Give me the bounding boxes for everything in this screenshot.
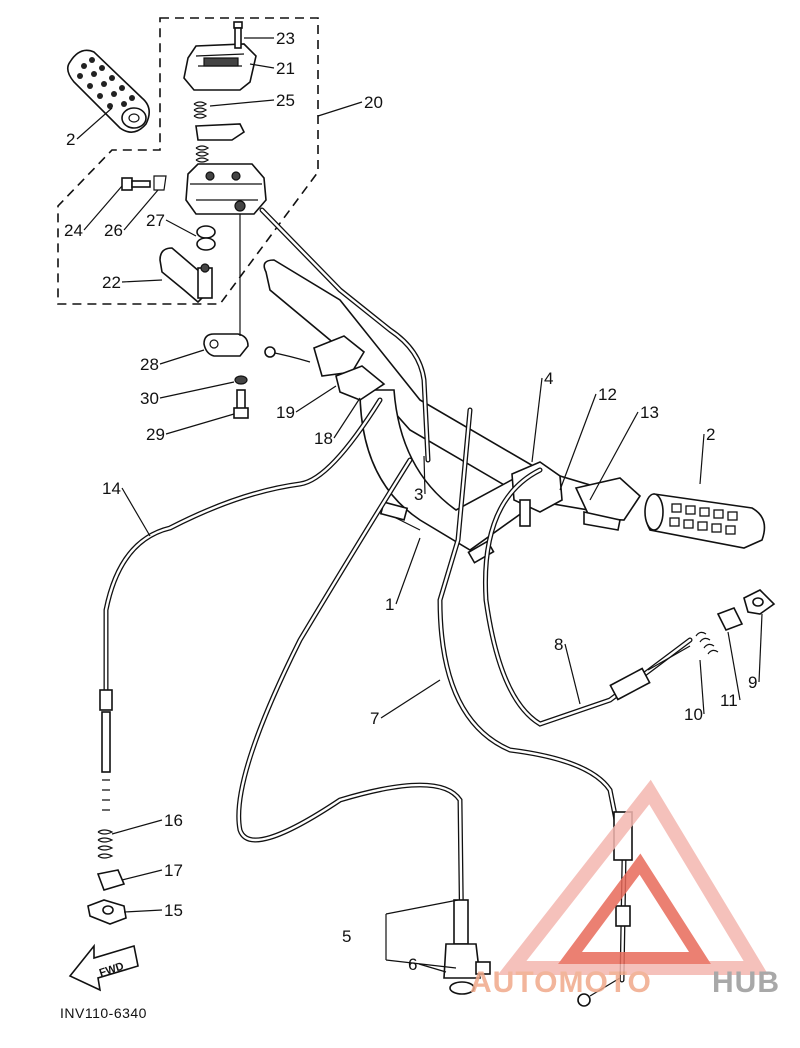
part-label-9: 9 xyxy=(748,673,757,692)
leader-line-9 xyxy=(758,613,763,683)
leader-line-27 xyxy=(165,219,197,237)
part-label-22: 22 xyxy=(102,273,121,292)
right-lever-assembly xyxy=(511,461,642,531)
throttle-housing xyxy=(185,163,267,215)
leader-line-10 xyxy=(699,659,705,715)
leader-line-28 xyxy=(159,349,205,365)
leader-line-8 xyxy=(564,643,581,705)
switch-housing-left xyxy=(264,335,386,401)
part-label-2: 2 xyxy=(66,130,75,149)
part-label-7: 7 xyxy=(370,709,379,728)
bolt-29 xyxy=(233,389,249,419)
part-label-23: 23 xyxy=(276,29,295,48)
clamp-28 xyxy=(203,333,249,357)
watermark-text-hub: HUB xyxy=(712,966,780,999)
right-grip xyxy=(644,493,766,549)
part-label-19: 19 xyxy=(276,403,295,422)
left-grip xyxy=(66,49,150,133)
throttle-cover xyxy=(183,43,257,91)
leader-line-21 xyxy=(249,63,275,69)
part-label-30: 30 xyxy=(140,389,159,408)
leader-line-20 xyxy=(317,101,363,117)
part-label-1: 1 xyxy=(385,595,394,614)
spring-10 xyxy=(695,631,719,655)
leader-line-30 xyxy=(159,381,235,399)
leader-line-7 xyxy=(380,679,441,719)
leader-line-1 xyxy=(395,537,421,605)
leader-line-2 xyxy=(699,433,705,485)
fwd-arrow: FWD xyxy=(68,943,139,992)
watermark-logo: AUTOMOTO HUB xyxy=(470,779,780,999)
part-label-16: 16 xyxy=(164,811,183,830)
part-label-17: 17 xyxy=(164,861,183,880)
part-label-27: 27 xyxy=(146,211,165,230)
leader-line-12 xyxy=(559,393,597,491)
part-label-24: 24 xyxy=(64,221,83,240)
part-label-13: 13 xyxy=(640,403,659,422)
bolt-24 xyxy=(121,177,151,191)
washer-30 xyxy=(234,375,248,385)
adjuster-15 xyxy=(87,899,127,925)
nut-27 xyxy=(196,225,216,251)
part-label-3: 3 xyxy=(414,485,423,504)
part-label-25: 25 xyxy=(276,91,295,110)
throttle-lever-22 xyxy=(159,247,213,304)
leader-line-19 xyxy=(295,385,337,413)
part-label-21: 21 xyxy=(276,59,295,78)
part-label-18: 18 xyxy=(314,429,333,448)
leader-line-2 xyxy=(76,107,113,140)
sleeve-17 xyxy=(96,869,126,891)
leader-line-18 xyxy=(333,397,361,439)
leader-line-14 xyxy=(121,487,151,537)
cables xyxy=(103,207,693,983)
bracket-5-6 xyxy=(385,899,459,969)
leader-line-6 xyxy=(418,963,447,973)
leader-line-13 xyxy=(589,411,639,501)
part-label-14: 14 xyxy=(102,479,121,498)
spring-25 xyxy=(193,101,246,163)
carb-end-5-6 xyxy=(443,899,491,995)
part-label-15: 15 xyxy=(164,901,183,920)
leader-line-3 xyxy=(423,455,426,495)
sleeve-11 xyxy=(716,606,744,632)
leader-line-15 xyxy=(123,909,163,913)
part-label-2: 2 xyxy=(706,425,715,444)
handlebar xyxy=(263,259,612,564)
part-labels: 1223456789101112131415161718192021222324… xyxy=(64,29,757,974)
watermark-text-auto: AUTOMOTO xyxy=(470,966,652,999)
spring-16 xyxy=(97,829,114,859)
leader-line-4 xyxy=(531,377,543,463)
assembly-box-20 xyxy=(57,17,319,305)
part-label-4: 4 xyxy=(544,369,553,388)
part-label-8: 8 xyxy=(554,635,563,654)
clip-26 xyxy=(153,175,167,191)
leader-line-17 xyxy=(121,869,163,881)
leader-line-29 xyxy=(165,413,235,435)
part-label-11: 11 xyxy=(720,691,738,710)
adjuster-9 xyxy=(743,589,776,615)
cable-end-8 xyxy=(609,645,691,701)
leader-line-25 xyxy=(209,99,275,107)
leader-line-24 xyxy=(83,185,123,231)
part-label-10: 10 xyxy=(684,705,703,724)
screw-23 xyxy=(233,21,243,49)
part-label-12: 12 xyxy=(598,385,617,404)
leader-line-26 xyxy=(123,189,159,231)
part-label-6: 6 xyxy=(408,955,417,974)
part-label-29: 29 xyxy=(146,425,165,444)
leader-line-16 xyxy=(111,819,163,835)
drawing-code: INV110-6340 xyxy=(60,1005,147,1021)
part-label-5: 5 xyxy=(342,927,351,946)
cable-end-14 xyxy=(99,689,113,811)
leader-line-22 xyxy=(121,279,163,283)
leader-lines xyxy=(76,37,763,973)
leader-line-11 xyxy=(727,631,741,701)
part-label-20: 20 xyxy=(364,93,383,112)
part-label-28: 28 xyxy=(140,355,159,374)
part-label-26: 26 xyxy=(104,221,123,240)
